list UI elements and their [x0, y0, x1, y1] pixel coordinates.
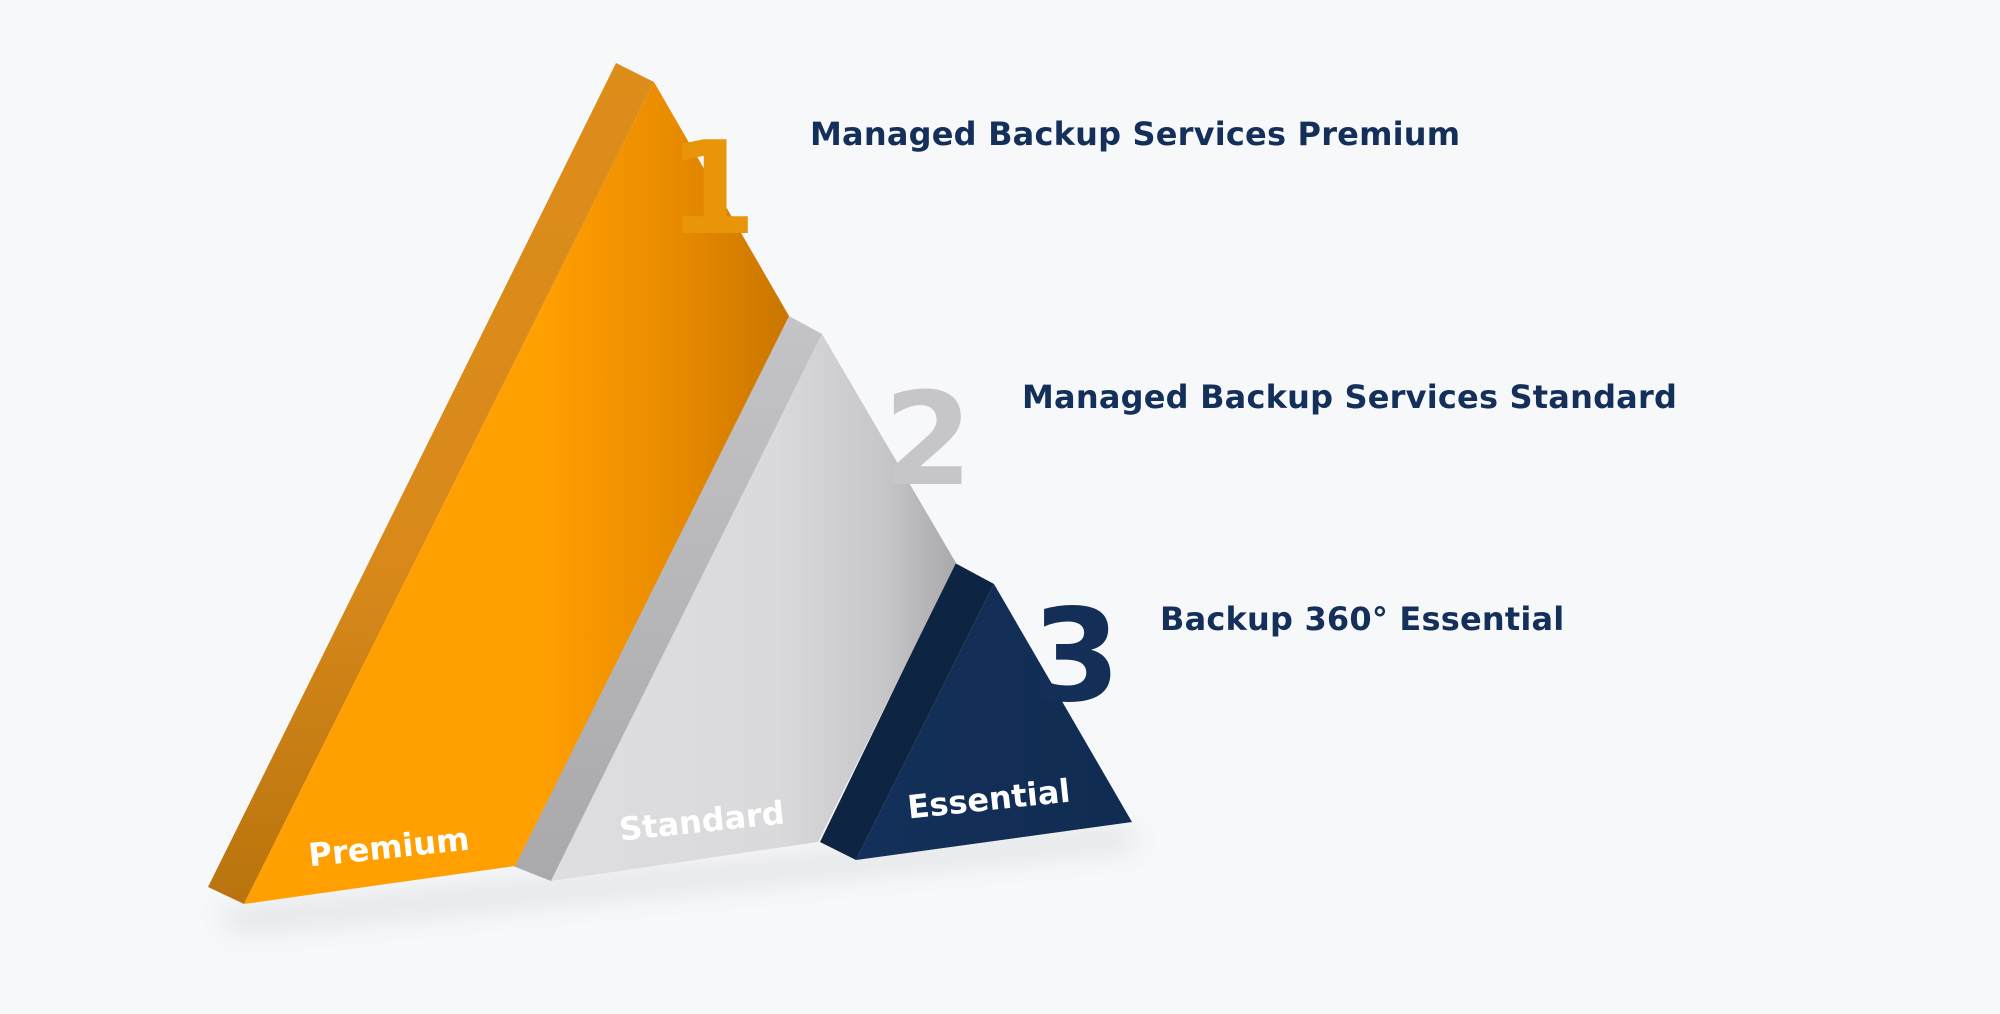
premium-side-face [208, 63, 654, 904]
standard-front-face [551, 334, 956, 881]
tier-title-standard: Managed Backup Services Standard [1022, 378, 1678, 416]
pyramid-shadow [215, 828, 1140, 930]
tier-number-2: 2 [883, 366, 972, 515]
tier-number-1: 1 [667, 115, 756, 264]
tier-standard-block [513, 315, 956, 881]
tier-title-essential: Backup 360° Essential [1160, 600, 1565, 638]
standard-side-face [513, 315, 822, 881]
tier-premium-block [208, 63, 789, 904]
tier-number-3: 3 [1031, 582, 1120, 731]
premium-front-face [244, 82, 789, 904]
tier-essential-block [820, 563, 1132, 860]
essential-front-face [856, 584, 1132, 860]
essential-side-face [820, 563, 994, 860]
tier-title-premium: Managed Backup Services Premium [810, 115, 1461, 153]
